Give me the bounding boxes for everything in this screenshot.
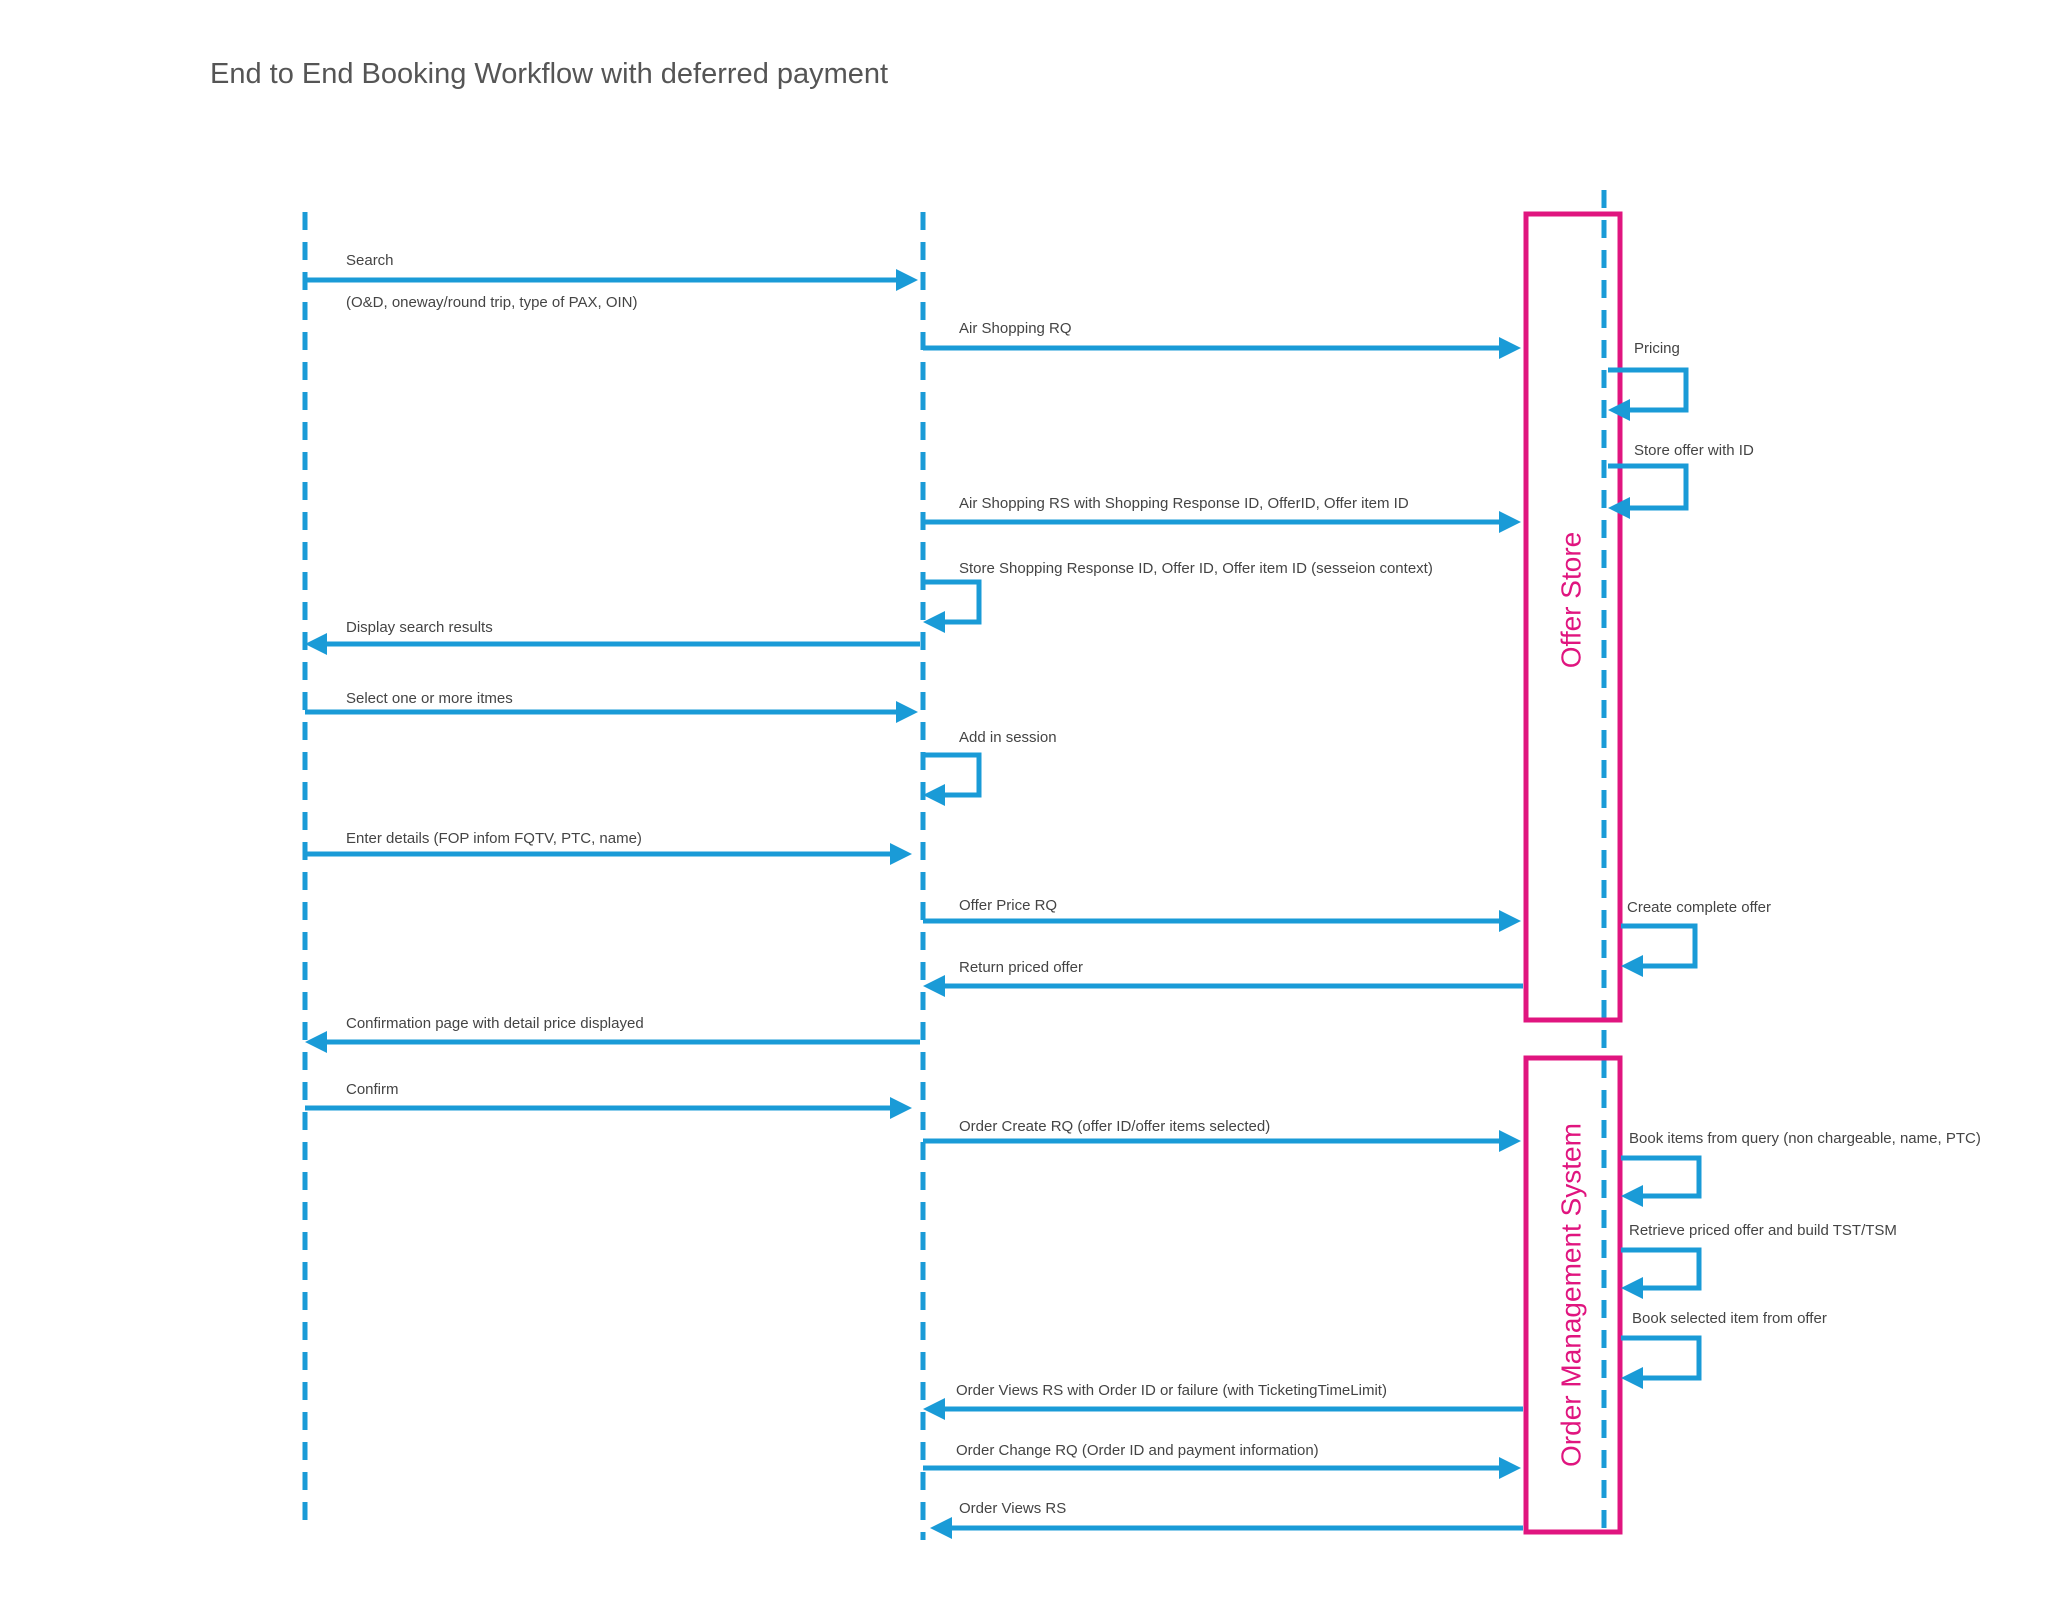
order-change-rq-arrowhead [1499,1457,1521,1479]
order-views-rs-2-label: Order Views RS [959,1500,1066,1517]
search-label: Search [346,252,394,269]
enter-details-arrowhead [890,843,912,865]
book-selected-item-arrowhead [1621,1367,1643,1389]
store-shopping-response-arrowhead [923,611,945,633]
order-change-rq-label: Order Change RQ (Order ID and payment in… [956,1442,1319,1459]
enter-details-label: Enter details (FOP infom FQTV, PTC, name… [346,830,642,847]
store-offer-label: Store offer with ID [1634,442,1754,459]
store-offer-arrowhead [1608,497,1630,519]
select-items-label: Select one or more itmes [346,690,513,707]
offer-price-rq-arrowhead [1499,910,1521,932]
order-create-rq-arrowhead [1499,1130,1521,1152]
confirmation-page-label: Confirmation page with detail price disp… [346,1015,644,1032]
message-labels: Search (O&D, oneway/round trip, type of P… [346,252,1981,1517]
system-box-offer-store [1523,211,1623,1023]
diagram-title: End to End Booking Workflow with deferre… [210,58,889,90]
system-box-order-management [1523,1055,1623,1535]
confirm-label: Confirm [346,1081,399,1098]
pricing-label: Pricing [1634,340,1680,357]
pricing-arrowhead [1608,399,1630,421]
add-in-session-loop-line [923,752,982,798]
store-offer-loop-line [1608,463,1689,511]
search-arrowhead [896,269,918,291]
retrieve-priced-offer-arrowhead [1621,1277,1643,1299]
order-views-rs-1-arrowhead [923,1398,945,1420]
air-shopping-rq-label: Air Shopping RQ [959,320,1072,337]
book-selected-item-loop-line [1621,1335,1702,1381]
system-label-order-management: Order Management System [1555,1123,1586,1467]
create-complete-offer-label: Create complete offer [1627,899,1771,916]
book-selected-item-label: Book selected item from offer [1632,1310,1827,1327]
order-views-rs-1-label: Order Views RS with Order ID or failure … [956,1382,1387,1399]
offer-price-rq-label: Offer Price RQ [959,897,1057,914]
retrieve-priced-offer-label: Retrieve priced offer and build TST/TSM [1629,1222,1897,1239]
pricing-loop-line [1608,367,1689,413]
store-shopping-response-label: Store Shopping Response ID, Offer ID, Of… [959,560,1433,577]
lifelines [302,190,1607,1540]
confirmation-page-arrowhead [305,1031,327,1053]
book-items-from-query-loop-line [1621,1155,1702,1199]
search-detail-label: (O&D, oneway/round trip, type of PAX, OI… [346,294,638,311]
book-items-from-query-arrowhead [1621,1185,1643,1207]
add-in-session-arrowhead [923,784,945,806]
air-shopping-rs-label: Air Shopping RS with Shopping Response I… [959,495,1409,512]
air-shopping-rq-arrowhead [1499,337,1521,359]
add-in-session-label: Add in session [959,729,1057,746]
create-complete-offer-arrowhead [1621,955,1643,977]
store-shopping-response-loop-line [923,579,982,625]
select-items-arrowhead [896,701,918,723]
system-label-offer-store: Offer Store [1555,532,1586,668]
retrieve-priced-offer-loop-line [1621,1247,1702,1291]
display-search-results-label: Display search results [346,619,493,636]
book-items-from-query-label: Book items from query (non chargeable, n… [1629,1130,1981,1147]
order-views-rs-2-arrowhead [930,1517,952,1539]
message-arrows [305,269,1702,1539]
create-complete-offer-loop-line [1621,923,1698,969]
order-create-rq-label: Order Create RQ (offer ID/offer items se… [959,1118,1270,1135]
return-priced-offer-label: Return priced offer [959,959,1083,976]
air-shopping-rs-arrowhead [1499,511,1521,533]
confirm-arrowhead [890,1097,912,1119]
display-search-results-arrowhead [305,633,327,655]
return-priced-offer-arrowhead [923,975,945,997]
